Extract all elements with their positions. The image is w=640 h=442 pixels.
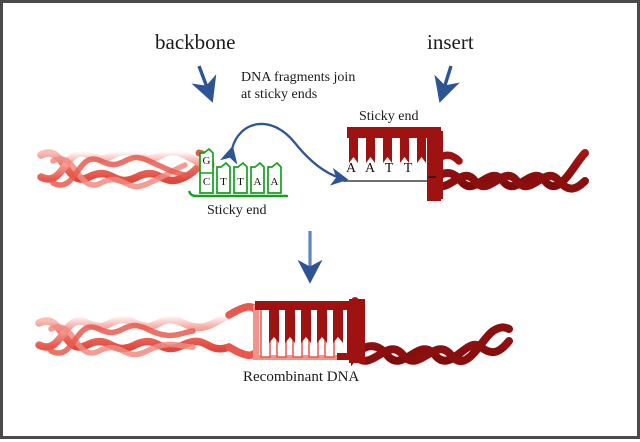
insert-base-3: T: [403, 161, 413, 176]
insert-base-2: T: [384, 161, 394, 176]
backbone-base-bottom-4: A: [270, 176, 279, 188]
label-recombinant-dna: Recombinant DNA: [243, 369, 360, 385]
backbone-base-bottom-1: T: [220, 176, 227, 188]
label-join-line2: at sticky ends: [241, 87, 318, 102]
recombinant-joined-region: [253, 301, 361, 360]
insert-sticky-end-comb: [347, 127, 441, 201]
recombinant-backbone-helix: [35, 303, 259, 359]
join-curve-arrow: [219, 122, 349, 186]
backbone-helix: [37, 147, 215, 190]
label-backbone: backbone: [155, 30, 236, 54]
arrow-backbone-pointer: [191, 65, 217, 103]
recombinant-insert-helix: [349, 297, 513, 367]
backbone-base-top-0: G: [202, 155, 211, 167]
insert-sticky-end-baseline: [343, 176, 436, 182]
label-sticky-end-insert: Sticky end: [359, 109, 419, 124]
label-insert: insert: [427, 30, 474, 54]
backbone-base-bottom-0: C: [202, 176, 211, 188]
backbone-base-bottom-3: A: [253, 176, 262, 188]
insert-base-0: A: [345, 161, 357, 176]
recombinant-dna-diagram: [35, 65, 589, 367]
insert-base-1: A: [364, 161, 376, 176]
insert-helix: [427, 129, 589, 199]
arrow-insert-pointer: [434, 65, 460, 103]
backbone-base-bottom-2: T: [237, 176, 244, 188]
label-sticky-end-backbone: Sticky end: [207, 203, 267, 218]
label-join-line1: DNA fragments join: [241, 70, 356, 85]
